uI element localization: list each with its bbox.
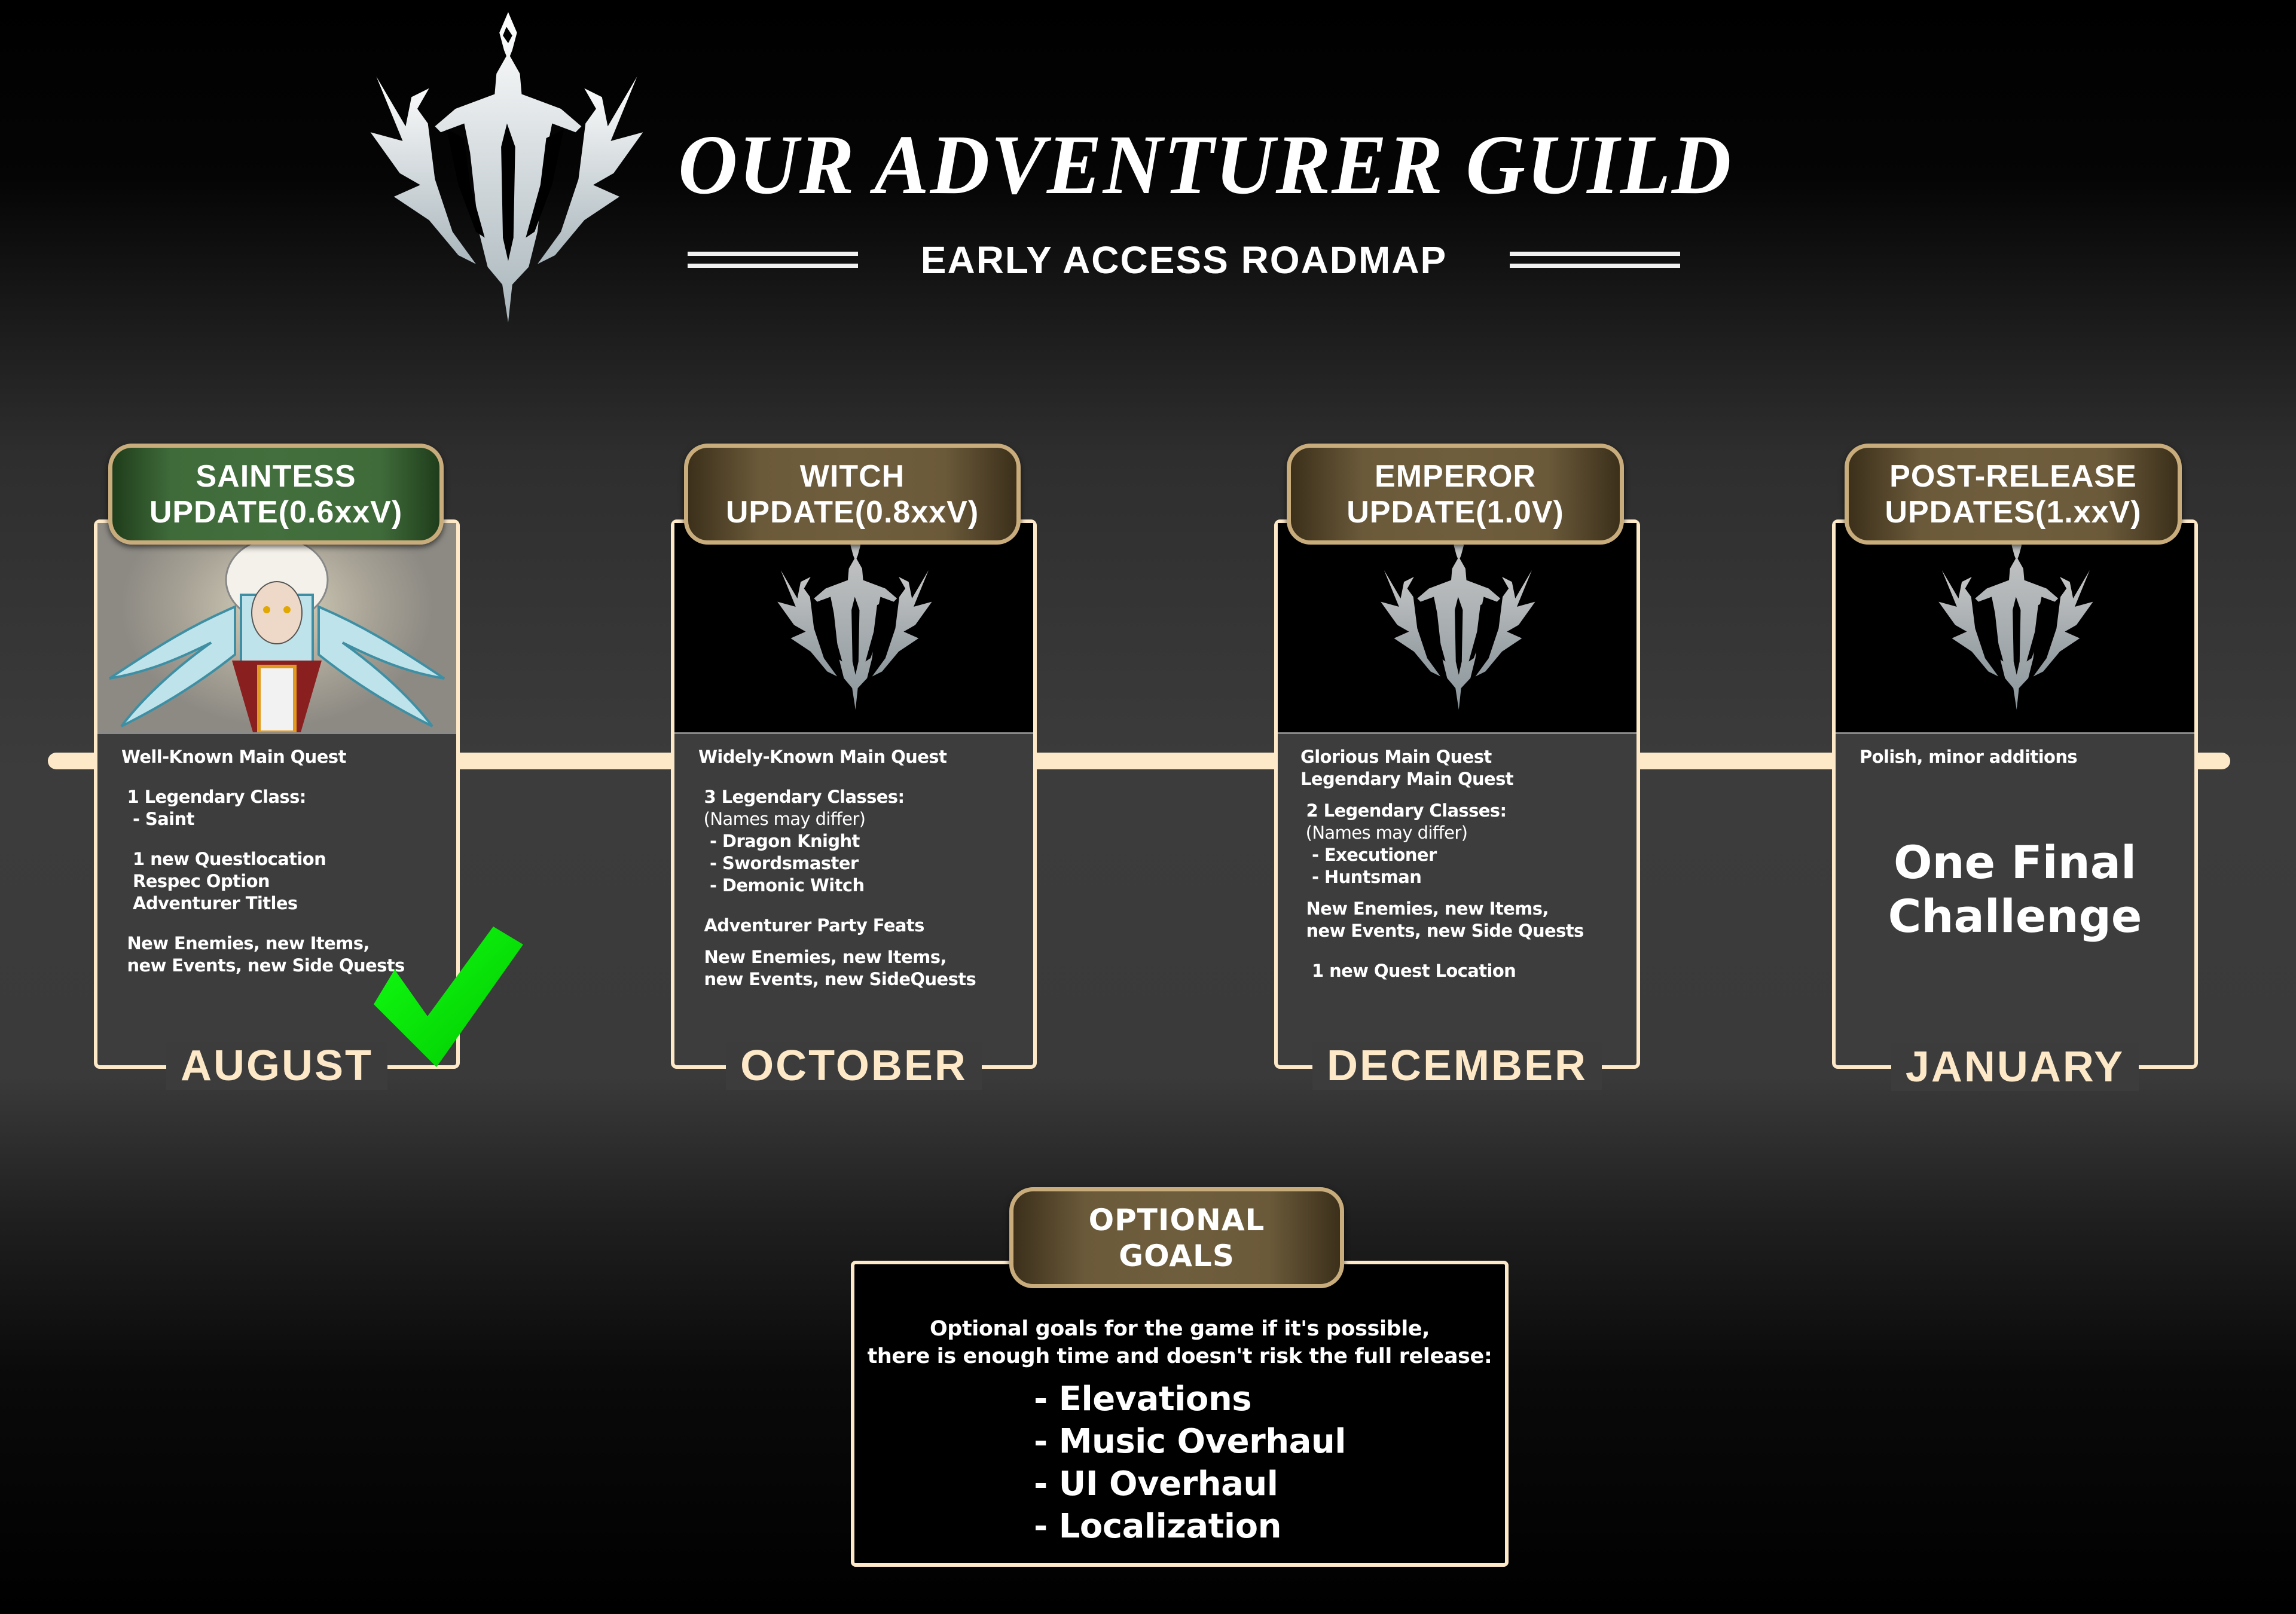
detail-line: New Enemies, new Items, xyxy=(121,933,370,953)
guild-crest-icon xyxy=(1938,533,2093,710)
optional-goals-panel: Optional goals for the game if it's poss… xyxy=(851,1261,1509,1567)
milestone-card-witch: Widely-Known Main Quest 3 Legendary Clas… xyxy=(671,519,1037,1069)
card-image-crest xyxy=(1278,523,1636,734)
milestone-card-emperor: Glorious Main Quest Legendary Main Quest… xyxy=(1274,519,1640,1069)
detail-line: new Events, new Side Quests xyxy=(121,955,405,976)
badge-title: POST-RELEASE xyxy=(1889,458,2137,494)
goal-item: - Localization xyxy=(1034,1507,1281,1546)
detail-line: New Enemies, new Items, xyxy=(1300,898,1549,919)
detail-line: New Enemies, new Items, xyxy=(698,947,947,967)
description-line: there is enough time and doesn't risk th… xyxy=(867,1344,1492,1368)
detail-line: - Executioner xyxy=(1300,845,1437,865)
badge-version: UPDATE(1.0V) xyxy=(1347,494,1564,530)
checkmark-icon xyxy=(365,927,526,1070)
detail-line: - Swordsmaster xyxy=(698,853,859,873)
detail-line: 3 Legendary Classes: xyxy=(698,787,905,807)
detail-line: new Events, new Side Quests xyxy=(1300,921,1584,941)
highlight-text: One Final Challenge xyxy=(1836,836,2194,943)
guild-crest-icon xyxy=(1381,533,1535,710)
detail-line: Respec Option xyxy=(121,871,270,891)
milestone-details: Glorious Main Quest Legendary Main Quest… xyxy=(1278,734,1636,1065)
guild-crest-icon xyxy=(359,6,652,329)
milestone-details: Widely-Known Main Quest 3 Legendary Clas… xyxy=(674,734,1033,1065)
highlight-line: Challenge xyxy=(1888,889,2142,943)
detail-line: Legendary Main Quest xyxy=(1300,769,1514,789)
saintess-character-art xyxy=(97,523,456,734)
detail-line: 1 Legendary Class: xyxy=(121,787,306,807)
subtitle-banner: EARLY ACCESS ROADMAP xyxy=(688,236,1680,284)
detail-line: 2 Legendary Classes: xyxy=(1300,800,1507,821)
description-line: Optional goals for the game if it's poss… xyxy=(929,1317,1430,1341)
page-subtitle: EARLY ACCESS ROADMAP xyxy=(920,239,1448,282)
guild-crest-icon xyxy=(777,533,932,710)
highlight-line: One Final xyxy=(1893,836,2137,889)
month-label-october: OCTOBER xyxy=(671,1039,1037,1093)
month-text: JANUARY xyxy=(1891,1043,2139,1091)
badge-title: EMPEROR xyxy=(1375,458,1536,494)
detail-line: Adventurer Party Feats xyxy=(698,915,924,936)
badge-title: OPTIONAL xyxy=(1088,1202,1265,1237)
detail-line: 1 new Quest Location xyxy=(1300,961,1516,981)
detail-line: Glorious Main Quest xyxy=(1300,747,1492,767)
detail-line: Polish, minor additions xyxy=(1860,747,2078,767)
detail-line: Well-Known Main Quest xyxy=(121,747,346,767)
card-image-crest xyxy=(674,523,1033,734)
detail-line: - Huntsman xyxy=(1300,867,1422,887)
badge-title: WITCH xyxy=(799,458,905,494)
badge-title: GOALS xyxy=(1119,1238,1235,1273)
optional-goals-description: Optional goals for the game if it's poss… xyxy=(854,1315,1505,1370)
page-title: OUR ADVENTURER GUILD xyxy=(678,117,1733,212)
milestone-details: Well-Known Main Quest 1 Legendary Class:… xyxy=(97,734,456,1065)
month-label-august: AUGUST xyxy=(94,1039,460,1093)
badge-version: UPDATE(0.8xxV) xyxy=(725,494,979,530)
decorative-lines xyxy=(688,249,858,271)
detail-line: Widely-Known Main Quest xyxy=(698,747,947,767)
detail-line: (Names may differ) xyxy=(1300,823,1468,843)
detail-line: - Dragon Knight xyxy=(698,831,860,851)
optional-goals-list: - Elevations - Music Overhaul - UI Overh… xyxy=(1034,1378,1346,1548)
badge-version: UPDATES(1.xxV) xyxy=(1885,494,2142,530)
month-text: DECEMBER xyxy=(1312,1042,1602,1090)
detail-line: 1 new Questlocation xyxy=(121,849,326,869)
goal-item: - UI Overhaul xyxy=(1034,1465,1278,1503)
badge-title: SAINTESS xyxy=(196,458,356,494)
month-label-january: JANUARY xyxy=(1832,1040,2198,1094)
badge-version: UPDATE(0.6xxV) xyxy=(149,494,403,530)
detail-line: Adventurer Titles xyxy=(121,893,298,913)
month-text: OCTOBER xyxy=(726,1042,982,1090)
month-label-december: DECEMBER xyxy=(1274,1039,1640,1093)
card-image-crest xyxy=(1836,523,2194,734)
goal-item: - Elevations xyxy=(1034,1380,1252,1419)
goal-item: - Music Overhaul xyxy=(1034,1422,1346,1461)
milestone-card-saintess: Well-Known Main Quest 1 Legendary Class:… xyxy=(94,519,460,1069)
detail-line: - Demonic Witch xyxy=(698,875,865,895)
detail-line: new Events, new SideQuests xyxy=(698,969,976,989)
milestone-card-post-release: Polish, minor additions One Final Challe… xyxy=(1832,519,2198,1069)
milestone-details: Polish, minor additions One Final Challe… xyxy=(1836,734,2194,1065)
decorative-lines xyxy=(1510,249,1680,271)
detail-line: (Names may differ) xyxy=(698,809,866,829)
detail-line: - Saint xyxy=(121,809,194,829)
month-text: AUGUST xyxy=(166,1042,387,1090)
